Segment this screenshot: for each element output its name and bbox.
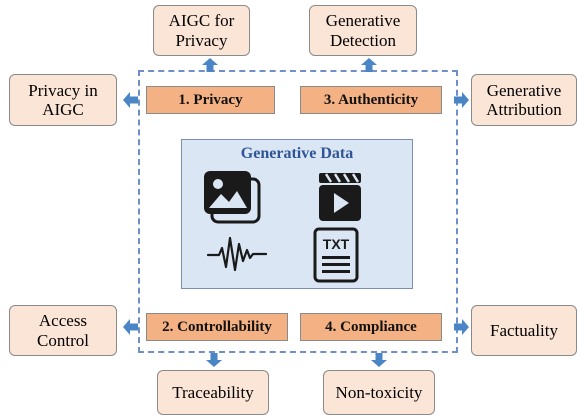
arrow-up-authenticity [361, 58, 377, 72]
node-generative-detection: Generative Detection [309, 5, 417, 56]
generative-data-title: Generative Data [240, 145, 354, 162]
image-stack-icon [204, 171, 261, 224]
arrow-down-compliance [371, 353, 387, 367]
video-clapper-icon [319, 173, 361, 221]
arrow-down-controllability [206, 353, 222, 367]
node-aigc-for-privacy: AIGC for Privacy [153, 5, 250, 56]
node-traceability: Traceability [157, 370, 269, 415]
node-non-toxicity: Non-toxicity [323, 370, 435, 415]
dimension-compliance: 4. Compliance [300, 313, 442, 341]
arrow-left-privacy [123, 92, 138, 108]
dimension-privacy: 1. Privacy [146, 86, 275, 114]
arrow-right-authenticity [454, 92, 469, 108]
dimension-controllability: 2. Controllability [146, 313, 288, 341]
node-factuality: Factuality [471, 305, 577, 356]
arrow-left-controllability [123, 319, 138, 335]
text-document-icon: TXT [313, 227, 359, 283]
node-access-control: Access Control [9, 305, 117, 356]
node-generative-attribution: Generative Attribution [471, 74, 577, 126]
arrow-right-compliance [454, 319, 469, 335]
node-privacy-in-aigc: Privacy in AIGC [9, 74, 117, 126]
arrow-up-privacy [202, 58, 218, 72]
dashed-outer-frame [138, 70, 458, 353]
audio-waveform-icon [207, 236, 267, 272]
dimension-authenticity: 3. Authenticity [300, 86, 442, 114]
txt-icon-label: TXT [323, 236, 350, 252]
